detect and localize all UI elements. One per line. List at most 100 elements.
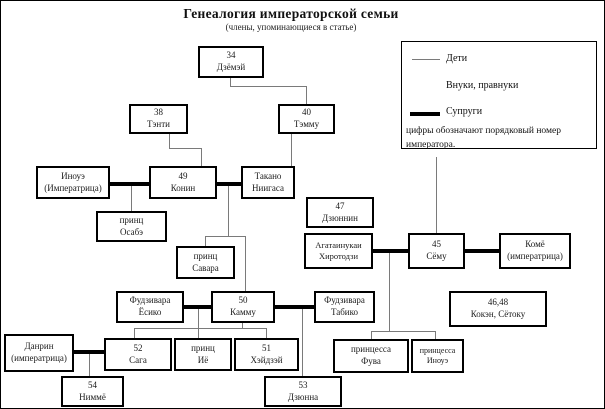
spouse-line-danrin-saga — [73, 350, 104, 354]
node-label: Иноуэ — [61, 170, 85, 181]
node-label: Дзюннин — [322, 212, 358, 223]
connector-shomu-daughters-down — [389, 253, 390, 332]
node-number: 46,48 — [487, 297, 509, 308]
connector-kammu-top — [245, 236, 246, 291]
tree-node-fuwa: принцесса Фува — [333, 339, 409, 373]
node-label: Фува — [361, 356, 381, 366]
tree-node-yoshiko: Фудзивара Ёсико — [116, 291, 184, 323]
node-label: Дзёмэй — [216, 62, 246, 72]
node-label: Фудзивара — [129, 295, 171, 306]
connector-temmu-takano — [291, 134, 292, 166]
legend-children-label: Дети — [446, 53, 468, 64]
spouse-line-yoshiko-kammu — [183, 305, 211, 309]
node-number: 50 — [238, 295, 248, 306]
node-label: Иё — [197, 354, 209, 365]
tree-node-shomu: 45 Сёму — [408, 233, 465, 269]
page-title: Генеалогия императорской семьи — [183, 6, 399, 21]
spouse-line-kammu-tabiko — [274, 305, 314, 309]
connector-konin-children-down — [228, 186, 229, 236]
node-title: принцесса — [419, 345, 456, 355]
spouse-line-konin-takano — [216, 182, 241, 186]
connector-iyo-top — [198, 309, 199, 338]
node-label: Фудзивара — [324, 295, 365, 306]
node-label: Кокэн, Сётоку — [470, 309, 526, 319]
tree-node-junna: 53 Дзюнна — [264, 376, 342, 407]
node-number: 40 — [302, 107, 311, 118]
tree-node-danrin: Данрин (императрица) — [4, 334, 74, 372]
tree-node-konin: 49 Конин — [149, 166, 217, 199]
connector-saga-top — [134, 328, 135, 338]
node-label: Камму — [230, 307, 256, 317]
tree-node-komyo: Комё (императрица) — [499, 233, 571, 269]
spouse-line-shomu-komyo — [464, 249, 499, 253]
tree-node-takano: Такано Ниигаса — [241, 166, 295, 199]
node-label: Хиротодзи — [318, 251, 359, 261]
tree-node-osabe: принц Осабэ — [96, 211, 167, 242]
node-label: (Императрица) — [44, 182, 102, 193]
node-number: 38 — [154, 107, 163, 118]
node-label: Табико — [330, 307, 359, 317]
tree-node-junnin: 47 Дзюннин — [306, 197, 374, 228]
node-label: Такано — [254, 170, 282, 181]
connector-fuwa-top — [371, 331, 372, 339]
node-title: принц — [119, 214, 144, 225]
tree-node-jomei: 34 Дзёмэй — [198, 46, 264, 78]
node-title: принц — [191, 342, 215, 353]
children-line-sample — [412, 59, 440, 60]
legend-box: Дети Внуки, правнуки Супруги цифры обозн… — [401, 41, 597, 150]
legend-note: цифры обозначают порядковый номер импера… — [406, 124, 596, 153]
spouses-line-sample — [410, 112, 440, 116]
node-label: Комё — [525, 239, 545, 250]
connector-temmu-top — [306, 86, 307, 104]
node-label: Тэмму — [293, 119, 320, 129]
node-label: (императрица) — [507, 251, 563, 261]
connector-kammu-children-rail — [134, 328, 267, 329]
tree-node-iyo: принц Иё — [174, 338, 232, 371]
connector-junna-top — [302, 309, 303, 376]
node-label: Осабэ — [119, 226, 144, 237]
connector-konin-children-rail — [205, 236, 246, 237]
node-label: Данрин — [24, 341, 54, 352]
legend-note-line1: цифры обозначают порядковый номер — [406, 126, 561, 136]
connector-jomei-temmu-h — [230, 86, 307, 87]
node-label: Савара — [192, 262, 219, 273]
tree-node-kammu: 50 Камму — [211, 291, 275, 323]
node-number: 54 — [88, 379, 97, 390]
node-label: Иноуэ — [426, 356, 449, 365]
node-label: (императрица) — [11, 353, 67, 363]
spouse-line-agata-shomu — [372, 249, 408, 253]
node-number: 34 — [226, 50, 236, 61]
node-number: 47 — [335, 200, 345, 211]
node-label: Ниигаса — [252, 182, 284, 193]
node-number: 45 — [432, 239, 441, 250]
tree-node-ninmyo: 54 Ниммё — [61, 376, 124, 407]
tree-node-inoue-empress: Иноуэ (Императрица) — [36, 166, 110, 199]
tree-node-agata: Агатаинукаи Хиротодзи — [304, 233, 373, 269]
tree-node-heizei: 51 Хэйдзэй — [234, 338, 299, 371]
node-label: Ниммё — [79, 391, 106, 402]
node-label: Конин — [170, 182, 196, 193]
tree-node-sawara: принц Савара — [176, 246, 235, 279]
connector-pr-inoue-top — [435, 331, 436, 339]
connector-sawara-top — [205, 236, 206, 246]
tree-node-tabiko: Фудзивара Табико — [314, 291, 375, 323]
legend-note-line2: императора. — [406, 140, 456, 151]
legend-spouses-label: Супруги — [446, 106, 483, 117]
node-number: 52 — [133, 342, 143, 353]
legend-grandchildren-label: Внуки, правнуки — [446, 80, 519, 91]
connector-tenji-down — [169, 134, 170, 148]
connector-konin-top — [201, 148, 202, 166]
connector-tenji-konin-h — [169, 148, 202, 149]
node-label: Тэнти — [147, 119, 170, 129]
page-subtitle: (члены, упоминающиеся в статье) — [225, 22, 357, 32]
node-label: Ёсико — [138, 307, 162, 317]
connector-temmu-shomu — [436, 157, 437, 233]
connector-osabe-top — [131, 186, 132, 211]
node-label: Сёму — [426, 251, 447, 261]
node-label: Дзюнна — [287, 391, 319, 402]
tree-node-princess-inoue: принцесса Иноуэ — [411, 339, 464, 373]
tree-node-tenji: 38 Тэнти — [129, 104, 188, 134]
node-number: 51 — [262, 342, 271, 353]
node-label: Сага — [129, 354, 147, 365]
